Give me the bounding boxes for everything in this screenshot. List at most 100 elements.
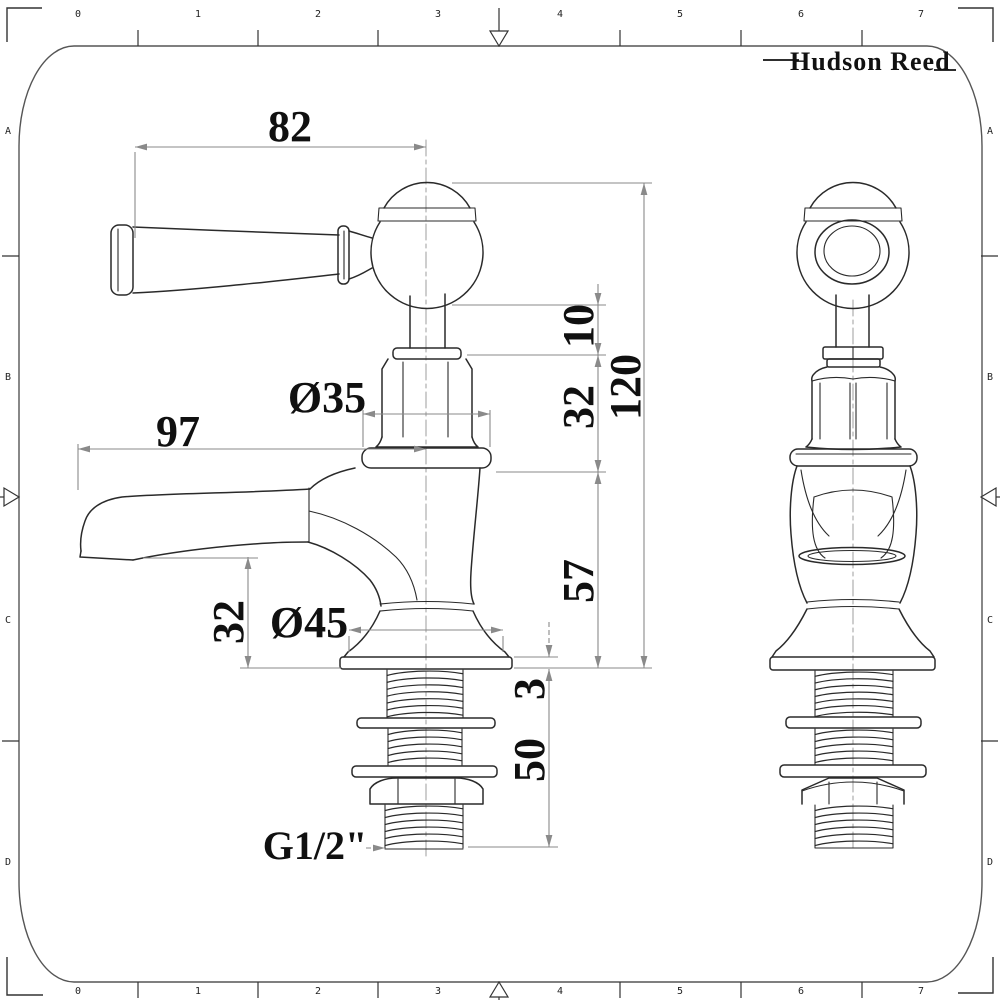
ball-dome xyxy=(809,181,897,209)
ball-band xyxy=(377,207,477,222)
zone-label: 7 xyxy=(918,9,924,20)
zone-label: 3 xyxy=(435,9,441,20)
washer-1 xyxy=(356,717,496,729)
dim-label-dia35: Ø35 xyxy=(288,373,366,422)
center-arrow-bottom xyxy=(488,980,510,1000)
base-flange xyxy=(339,656,513,670)
body-front xyxy=(771,465,935,658)
dim-label-3: 3 xyxy=(505,678,554,700)
base-shank-front xyxy=(769,656,936,849)
thread-middle xyxy=(387,729,463,764)
spout-tube xyxy=(811,489,895,559)
hex-skirt xyxy=(805,438,902,451)
zone-label: 7 xyxy=(918,986,924,997)
ball-outline xyxy=(796,221,910,310)
base-bell xyxy=(343,610,510,658)
hex-skirt xyxy=(375,436,479,448)
zone-label: B xyxy=(5,372,11,383)
zone-label: 1 xyxy=(195,9,201,20)
bonnet-front xyxy=(789,294,918,467)
zone-label: D xyxy=(5,857,11,868)
bonnet xyxy=(361,293,492,469)
lever-handle xyxy=(110,224,373,296)
ruler-ticks-bottom xyxy=(137,982,863,998)
center-arrow-top xyxy=(488,8,510,48)
zone-label: 6 xyxy=(798,9,804,20)
zone-label: A xyxy=(987,126,993,137)
zone-label: 6 xyxy=(798,986,804,997)
thread-upper xyxy=(814,671,894,718)
ball-band xyxy=(803,207,903,222)
spout-mouth xyxy=(798,546,906,566)
zone-label: 4 xyxy=(557,986,563,997)
ball-outline xyxy=(370,221,484,310)
dim-line-dia45 xyxy=(348,629,504,652)
hex-facets xyxy=(819,382,888,440)
body-outline xyxy=(789,465,918,604)
stem xyxy=(409,293,446,349)
center-arrow-right xyxy=(979,486,1000,508)
zone-label: 0 xyxy=(75,986,81,997)
washer-1 xyxy=(785,716,922,729)
ruler-ticks-top xyxy=(137,30,863,46)
washer-2 xyxy=(351,765,498,778)
dim-label-10: 10 xyxy=(554,304,603,348)
bonnet-disc xyxy=(392,347,462,360)
dim-label-57: 57 xyxy=(554,559,603,603)
base-flange xyxy=(769,656,936,671)
dim-line-32-left xyxy=(143,557,341,669)
zone-label: D xyxy=(987,857,993,868)
hex-outline xyxy=(381,358,473,438)
sheet-border: 0 1 2 3 4 5 6 7 0 1 2 3 4 5 6 7 A B C D … xyxy=(0,7,1000,1000)
extension-lines-right xyxy=(452,182,652,848)
corner-trim-marks xyxy=(6,7,994,996)
spout-tip xyxy=(79,550,134,561)
zone-label: 1 xyxy=(195,986,201,997)
hex-facets xyxy=(402,361,449,438)
spout-body xyxy=(79,467,510,658)
thread-lower xyxy=(384,805,464,847)
faucet-side-view xyxy=(79,139,513,857)
zone-label: 2 xyxy=(315,9,321,20)
brand-logo: Hudson Reed xyxy=(763,47,956,76)
zone-label: 3 xyxy=(435,986,441,997)
dimensions: 82 97 Ø35 Ø45 32 10 32 120 57 3 50 G1/2" xyxy=(77,102,652,868)
zone-label: A xyxy=(5,126,11,137)
faucet-front-view xyxy=(769,181,936,853)
dim-label-32-right: 32 xyxy=(554,385,603,429)
spout-top-edge xyxy=(79,488,311,552)
hex-outline xyxy=(811,380,896,440)
ruler-ticks-sides xyxy=(2,255,998,742)
base-bell xyxy=(771,608,935,658)
dim-label-97: 97 xyxy=(156,407,200,456)
spout-under-edge xyxy=(132,541,309,561)
base-shank xyxy=(339,656,513,850)
bonnet-shoulder xyxy=(811,366,896,382)
zone-label: C xyxy=(987,615,993,626)
zone-label: 5 xyxy=(677,9,683,20)
washer-2 xyxy=(779,764,927,778)
zone-label: C xyxy=(5,615,11,626)
head-ball-front xyxy=(796,181,910,310)
center-arrow-left xyxy=(0,486,21,508)
dim-label-50: 50 xyxy=(505,738,554,782)
stem xyxy=(835,294,870,348)
head-ball xyxy=(370,181,484,310)
bonnet-flange xyxy=(789,448,918,467)
dim-label-thread: G1/2" xyxy=(263,823,367,868)
backnut xyxy=(801,777,905,805)
waist-groove xyxy=(806,598,900,610)
handle-neck xyxy=(348,230,373,280)
logo-text: Hudson Reed xyxy=(790,47,951,76)
handle-end-outer-circle xyxy=(814,219,890,285)
handle-end-inner-circle xyxy=(823,225,881,277)
dim-label-82: 82 xyxy=(268,102,312,151)
zone-label: 2 xyxy=(315,986,321,997)
body-back-edge xyxy=(469,467,481,605)
zone-label: B xyxy=(987,372,993,383)
zone-label: 4 xyxy=(557,9,563,20)
handle-collar xyxy=(337,225,350,285)
zone-label: 5 xyxy=(677,986,683,997)
dim-label-dia45: Ø45 xyxy=(270,598,348,647)
